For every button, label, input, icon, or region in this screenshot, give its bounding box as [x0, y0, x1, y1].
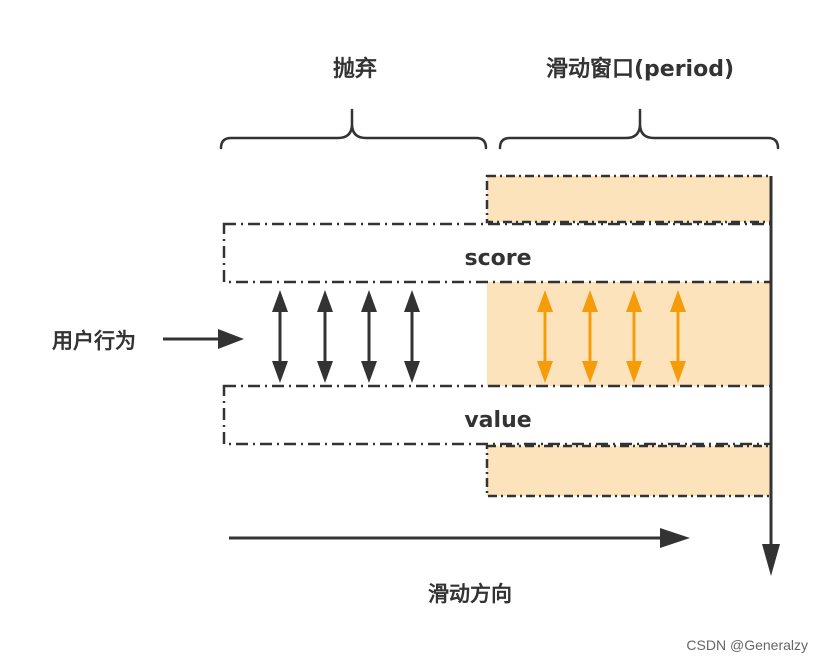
- window-behavior-arrows: [537, 290, 686, 383]
- watermark: CSDN @Generalzy: [686, 637, 808, 653]
- discarded-arrow-4: [404, 290, 420, 383]
- user-behavior-arrow-head: [218, 329, 244, 349]
- window-block-middle: [487, 282, 771, 386]
- value-label: value: [464, 408, 531, 433]
- window-block-bottom: [485, 444, 773, 498]
- discarded-arrow-1: [272, 290, 288, 383]
- window-block-top: [485, 174, 773, 224]
- discard-label: 抛弃: [333, 56, 377, 82]
- score-label: score: [464, 246, 531, 271]
- window-arrow-1: [537, 290, 553, 383]
- discarded-behavior-arrows: [272, 290, 420, 383]
- user-behavior-label: 用户行为: [52, 329, 136, 353]
- discarded-arrow-2: [317, 290, 333, 383]
- discard-brace: [219, 108, 488, 150]
- boundary-arrow-head: [762, 544, 780, 576]
- slide-direction-label: 滑动方向: [428, 582, 512, 606]
- window-arrow-4: [670, 290, 686, 383]
- slide-direction-arrow-head: [660, 528, 690, 548]
- window-arrow-3: [626, 290, 642, 383]
- window-brace: [498, 108, 780, 150]
- discarded-arrow-3: [361, 290, 377, 383]
- window-arrow-2: [582, 290, 598, 383]
- window-label: 滑动窗口(period): [546, 56, 734, 82]
